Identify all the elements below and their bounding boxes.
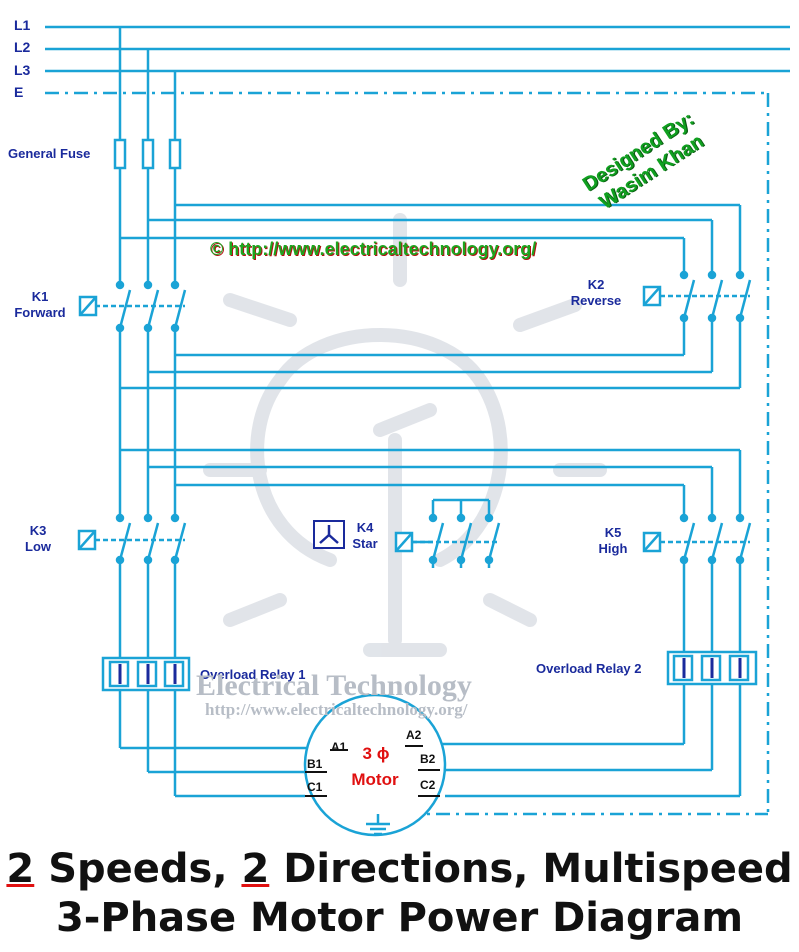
terminal-b2: B2	[420, 752, 436, 766]
terminal-a2: A2	[406, 728, 422, 742]
contactor-k1-icon	[78, 280, 187, 333]
label-l2: L2	[14, 39, 31, 55]
overload-relay-1-icon	[101, 656, 191, 692]
watermark-url: http://www.electricaltechnology.org/	[205, 700, 468, 719]
contactor-k3-icon	[77, 513, 187, 565]
motor-label: Motor	[351, 770, 399, 789]
page-title-line2: 3-Phase Motor Power Diagram	[55, 895, 744, 941]
star-connection-icon	[313, 520, 345, 549]
overload-relay-2-icon	[666, 650, 758, 686]
terminal-c2: C2	[420, 778, 436, 792]
page-title-line1: 2 Speeds, 2 Directions, Multispeed	[6, 846, 793, 892]
contactor-k4-icon	[394, 513, 501, 565]
supply-lines	[45, 25, 790, 816]
label-l3: L3	[14, 62, 31, 78]
earth-ground-icon	[366, 814, 390, 836]
watermark-title: Electrical Technology	[196, 669, 472, 702]
label-e: E	[14, 84, 24, 100]
copyright-url: © http://www.electricaltechnology.org/	[210, 239, 537, 259]
motor-phase: 3 ϕ	[362, 744, 390, 763]
terminal-a1: A1	[331, 740, 347, 754]
watermark-bulb-icon	[203, 213, 607, 657]
contactor-k2-icon	[642, 270, 752, 323]
terminal-c1: C1	[307, 780, 323, 794]
overload-relay-1-label: Overload Relay 1	[200, 667, 306, 682]
general-fuse-label: General Fuse	[8, 146, 91, 161]
label-l1: L1	[14, 17, 31, 33]
contactor-k5-icon	[642, 513, 752, 565]
terminal-b1: B1	[307, 757, 323, 771]
general-fuse-icon	[113, 138, 182, 170]
overload-relay-2-label: Overload Relay 2	[536, 661, 642, 676]
